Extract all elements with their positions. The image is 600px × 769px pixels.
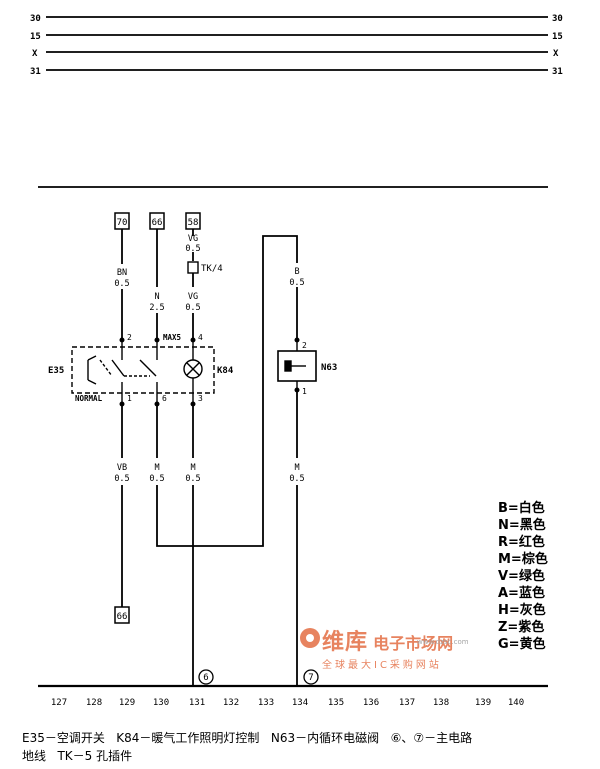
legend-item: V=绿色	[498, 569, 545, 584]
bus-right-31: 31	[552, 67, 563, 77]
ruler-134: 134	[292, 698, 308, 708]
legend-item: R=红色	[498, 535, 545, 550]
terminal-t2: 66	[152, 218, 163, 228]
ruler-135: 135	[328, 698, 344, 708]
ground-point-7	[303, 669, 319, 685]
terminal-boxes	[114, 212, 201, 624]
legend-item: Z=紫色	[498, 620, 545, 635]
wire-m2-size: 0.5	[185, 474, 200, 484]
wire-bn-color: BN	[117, 268, 127, 278]
legend-item: G=黄色	[498, 637, 546, 652]
e35-label: E35	[48, 366, 64, 376]
wire-m3-size: 0.5	[289, 474, 304, 484]
terminal-t1: 70	[117, 218, 128, 228]
k84-lamp-symbol	[183, 340, 203, 404]
n63-pin-1: 1	[302, 387, 307, 396]
ground-point-7-label: 7	[308, 673, 313, 683]
k84-label: K84	[217, 366, 234, 376]
wire-m2-color: M	[190, 463, 195, 473]
ruler-132: 132	[223, 698, 239, 708]
wire-vg-mid-size: 0.5	[185, 303, 200, 313]
ground-point-6	[198, 669, 214, 685]
wire-m3-color: M	[294, 463, 299, 473]
wire-b-size: 0.5	[289, 278, 304, 288]
watermark-brand: 维库	[322, 630, 369, 655]
caption-line-1: E35－空调开关 K84－暖气工作照明灯控制 N63－内循环电磁阀 ⑥、⑦－主电…	[22, 731, 473, 745]
wire-m1-size: 0.5	[149, 474, 164, 484]
e35-pin-1: 1	[127, 394, 132, 403]
watermark-site: 电子市场网	[373, 634, 454, 653]
wire-bn-size: 0.5	[114, 279, 129, 289]
bus-left-15: 15	[30, 32, 41, 42]
k84-pin-3: 3	[198, 394, 203, 403]
wire-vb-size: 0.5	[114, 474, 129, 484]
legend-item: N=黑色	[498, 518, 546, 533]
wire-m1-route	[156, 235, 298, 547]
e35-max-label: MAX5	[163, 333, 181, 342]
ruler-136: 136	[363, 698, 379, 708]
wire-n-color: N	[154, 292, 159, 302]
ruler-130: 130	[153, 698, 169, 708]
ruler-128: 128	[86, 698, 102, 708]
legend-item: H=灰色	[498, 603, 546, 618]
ground-point-6-label: 6	[203, 673, 208, 683]
bus-left-x: X	[32, 49, 38, 59]
ruler-129: 129	[119, 698, 135, 708]
ruler: 127 128 129 130 131 132 133 134 135 136 …	[51, 698, 524, 708]
caption-line-2: 地线 TK－5 孔插件	[22, 749, 133, 763]
e35-normal-label: NORMAL	[75, 394, 103, 403]
bus-right-15: 15	[552, 32, 563, 42]
wire-vg-top-size: 0.5	[185, 244, 200, 254]
tk-connector	[187, 261, 199, 274]
color-legend: B=白色 N=黑色 R=红色 M=棕色 V=绿色 A=蓝色 H=灰色 Z=紫色 …	[498, 500, 548, 653]
bus-left-30: 30	[30, 14, 41, 24]
terminal-t4: 66	[117, 612, 128, 622]
legend-item: B=白色	[498, 501, 545, 516]
wire-b-color: B	[294, 267, 299, 277]
ruler-139: 139	[475, 698, 491, 708]
legend-item: M=棕色	[498, 552, 548, 567]
watermark-slogan: 全球最大IC采购网站	[322, 660, 442, 671]
watermark: 维库 电子市场网 www.dzsc.com 全球最大IC采购网站	[300, 624, 469, 671]
ruler-140: 140	[508, 698, 524, 708]
wire-vb-color: VB	[117, 463, 127, 473]
pin-dots	[119, 337, 300, 407]
e35-switch-symbol	[87, 340, 158, 404]
e35-k84-box	[71, 346, 215, 394]
wire-n-size: 2.5	[149, 303, 164, 313]
wire-vg-top-color: VG	[188, 234, 198, 244]
e35-pin-2: 2	[127, 333, 132, 342]
ruler-127: 127	[51, 698, 67, 708]
bus-right-30: 30	[552, 14, 563, 24]
terminal-t3: 58	[188, 218, 199, 228]
ruler-137: 137	[399, 698, 415, 708]
wire-m1-color: M	[154, 463, 159, 473]
watermark-url: www.dzsc.com	[417, 638, 469, 646]
k84-pin-6: 6	[162, 394, 167, 403]
wire-vg-mid-color: VG	[188, 292, 198, 302]
tk-label: TK/4	[201, 264, 223, 274]
ruler-133: 133	[258, 698, 274, 708]
legend-item: A=蓝色	[498, 586, 545, 601]
k84-pin-4: 4	[198, 333, 203, 342]
bus-left-31: 31	[30, 67, 41, 77]
ruler-138: 138	[433, 698, 449, 708]
watermark-logo-icon	[300, 628, 320, 648]
bus-right-x: X	[553, 49, 559, 59]
ruler-131: 131	[189, 698, 205, 708]
n63-pin-2: 2	[302, 341, 307, 350]
n63-label: N63	[321, 363, 337, 373]
figure-caption: E35－空调开关 K84－暖气工作照明灯控制 N63－内循环电磁阀 ⑥、⑦－主电…	[22, 729, 582, 765]
